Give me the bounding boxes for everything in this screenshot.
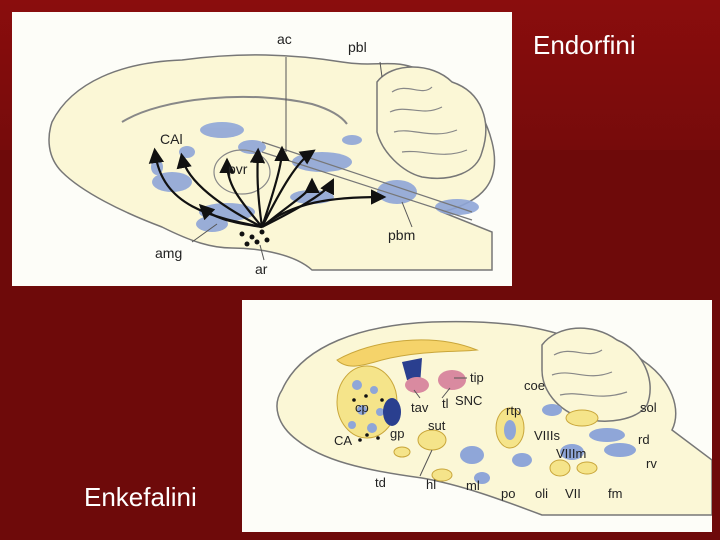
label-viiis: VIIIs (534, 428, 561, 443)
label-vii: VII (565, 486, 581, 501)
label-po: po (501, 486, 515, 501)
title-endorfini: Endorfini (533, 30, 636, 61)
label-pbm: pbm (388, 227, 415, 243)
label-coe: coe (524, 378, 545, 393)
label-cp: cp (355, 400, 369, 415)
endorphin-brain-diagram: ac pbl CAl pvr amg ar pbm (12, 12, 512, 286)
label-gp: gp (390, 426, 404, 441)
label-rd: rd (638, 432, 650, 447)
endorphin-brain-svg: ac pbl CAl pvr amg ar pbm (12, 12, 512, 286)
label-ml: ml (466, 478, 480, 493)
label-sol: sol (640, 400, 657, 415)
label-ac: ac (277, 31, 292, 47)
label-pbl: pbl (348, 39, 367, 55)
enkephalin-brain-svg: tip coe sol cp tav tl SNC rtp CA gp sut … (242, 300, 712, 532)
label-sut: sut (428, 418, 446, 433)
label-ar: ar (255, 261, 268, 277)
label-snc: SNC (455, 393, 482, 408)
label-ca: CA (334, 433, 352, 448)
label-fm: fm (608, 486, 622, 501)
label-td: td (375, 475, 386, 490)
enkephalin-brain-diagram: tip coe sol cp tav tl SNC rtp CA gp sut … (242, 300, 712, 532)
label-pvr: pvr (228, 161, 248, 177)
label-cal: CAl (160, 131, 183, 147)
label-hl: hl (426, 477, 436, 492)
label-viiim: VIIIm (556, 446, 586, 461)
label-amg: amg (155, 245, 182, 261)
label-rv: rv (646, 456, 657, 471)
label-rtp: rtp (506, 403, 521, 418)
title-enkefalini: Enkefalini (84, 482, 197, 513)
label-oli: oli (535, 486, 548, 501)
label-tav: tav (411, 400, 429, 415)
label-tip: tip (470, 370, 484, 385)
label-tl: tl (442, 396, 449, 411)
globus-pallidus-region (383, 398, 401, 426)
